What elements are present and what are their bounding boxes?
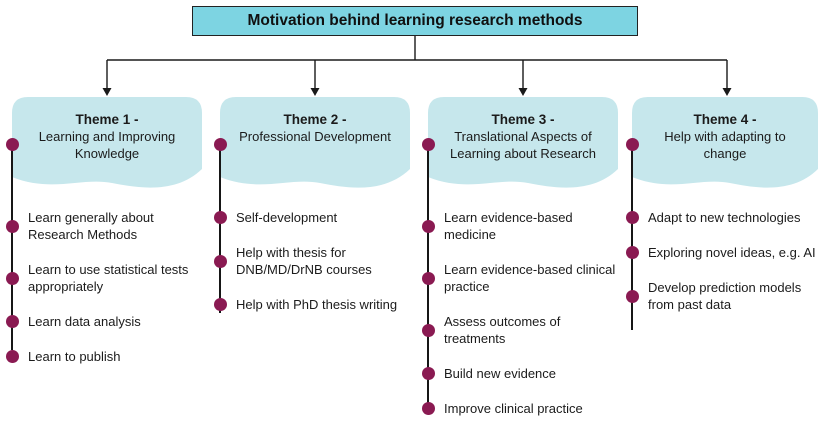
list-item: Improve clinical practice <box>421 400 618 417</box>
arrowheads <box>102 88 732 96</box>
theme-items: Adapt to new technologies Exploring nove… <box>625 209 818 313</box>
item-bullet-icon <box>421 402 435 415</box>
item-bullet-icon <box>421 219 435 233</box>
item-text: Help with PhD thesis writing <box>236 297 398 312</box>
item-text: Learn data analysis <box>28 314 141 329</box>
item-text: Learn to use statistical tests appropria… <box>28 262 189 294</box>
arrow-down-icon <box>310 88 320 96</box>
timeline-line <box>11 145 13 350</box>
theme-column-3: Theme 3 - Translational Aspects of Learn… <box>421 97 618 424</box>
list-item: Help with thesis for DNB/MD/DrNB courses <box>213 244 410 278</box>
theme-column-1: Theme 1 - Learning and Improving Knowled… <box>5 97 202 383</box>
item-bullet-icon <box>213 211 227 224</box>
list-item: Self-development <box>213 209 410 226</box>
item-bullet-icon <box>625 246 639 259</box>
list-item: Assess outcomes of treatments <box>421 313 618 347</box>
item-text: Learn generally about Research Methods <box>28 210 154 242</box>
theme-card: Theme 2 - Professional Development <box>213 97 410 197</box>
item-text: Assess outcomes of treatments <box>444 314 561 346</box>
theme-title: Theme 1 - <box>75 112 139 127</box>
theme-subtitle: Professional Development <box>239 129 391 144</box>
theme-bullet-icon <box>213 138 227 151</box>
list-item: Learn generally about Research Methods <box>5 209 202 243</box>
card-wave-shape <box>220 97 410 188</box>
item-bullet-icon <box>625 289 639 303</box>
theme-card: Theme 3 - Translational Aspects of Learn… <box>421 97 618 197</box>
flow-connector-lines <box>102 36 732 96</box>
item-bullet-icon <box>213 298 227 311</box>
theme-items: Learn evidence-based medicine Learn evid… <box>421 209 618 417</box>
list-item: Exploring novel ideas, e.g. AI <box>625 244 818 261</box>
theme-subtitle: Help with adapting to change <box>664 129 786 161</box>
item-bullet-icon <box>5 315 19 328</box>
theme-column-4: Theme 4 - Help with adapting to change A… <box>625 97 818 331</box>
arrow-down-icon <box>518 88 528 96</box>
list-item: Learn data analysis <box>5 313 202 330</box>
theme-bullet-icon <box>421 138 435 151</box>
theme-title: Theme 4 - <box>693 112 757 127</box>
arrow-down-icon <box>722 88 732 96</box>
item-bullet-icon <box>421 367 435 380</box>
card-wave-shape <box>12 97 202 188</box>
list-item: Learn to publish <box>5 348 202 365</box>
item-text: Exploring novel ideas, e.g. AI <box>648 245 816 260</box>
list-item: Help with PhD thesis writing <box>213 296 410 313</box>
item-text: Build new evidence <box>444 366 557 381</box>
item-text: Learn evidence-based medicine <box>444 210 573 242</box>
theme-column-2: Theme 2 - Professional Development Self-… <box>213 97 410 331</box>
list-item: Learn evidence-based medicine <box>421 209 618 243</box>
list-item: Adapt to new technologies <box>625 209 818 226</box>
item-bullet-icon <box>5 219 19 233</box>
theme-bullet-icon <box>5 138 19 151</box>
arrow-down-icon <box>102 88 112 96</box>
theme-title: Theme 2 - <box>283 112 347 127</box>
timeline-line <box>631 145 633 330</box>
timeline-line <box>219 145 221 313</box>
list-item: Learn evidence-based clinical practice <box>421 261 618 295</box>
connector-group <box>106 36 728 89</box>
item-text: Improve clinical practice <box>444 401 583 416</box>
item-text: Adapt to new technologies <box>648 210 801 225</box>
item-bullet-icon <box>625 211 639 224</box>
item-text: Learn to publish <box>28 349 121 364</box>
theme-subtitle: Learning and Improving Knowledge <box>38 129 176 161</box>
item-bullet-icon <box>421 271 435 285</box>
item-text: Self-development <box>236 210 338 225</box>
list-item: Develop prediction models from past data <box>625 279 818 313</box>
item-text: Learn evidence-based clinical practice <box>444 262 616 294</box>
theme-card: Theme 1 - Learning and Improving Knowled… <box>5 97 202 197</box>
item-text: Help with thesis for DNB/MD/DrNB courses <box>236 245 372 277</box>
theme-items: Learn generally about Research Methods L… <box>5 209 202 365</box>
diagram-title: Motivation behind learning research meth… <box>192 6 638 36</box>
item-text: Develop prediction models from past data <box>648 280 802 312</box>
list-item: Build new evidence <box>421 365 618 382</box>
item-bullet-icon <box>213 254 227 268</box>
card-wave-shape <box>632 97 818 188</box>
item-bullet-icon <box>5 350 19 363</box>
theme-title: Theme 3 - <box>491 112 555 127</box>
theme-card: Theme 4 - Help with adapting to change <box>625 97 818 197</box>
theme-items: Self-development Help with thesis for DN… <box>213 209 410 313</box>
theme-subtitle: Translational Aspects of Learning about … <box>450 129 596 161</box>
theme-bullet-icon <box>625 138 639 151</box>
list-item: Learn to use statistical tests appropria… <box>5 261 202 295</box>
card-wave-shape <box>428 97 618 188</box>
item-bullet-icon <box>5 271 19 285</box>
item-bullet-icon <box>421 323 435 337</box>
